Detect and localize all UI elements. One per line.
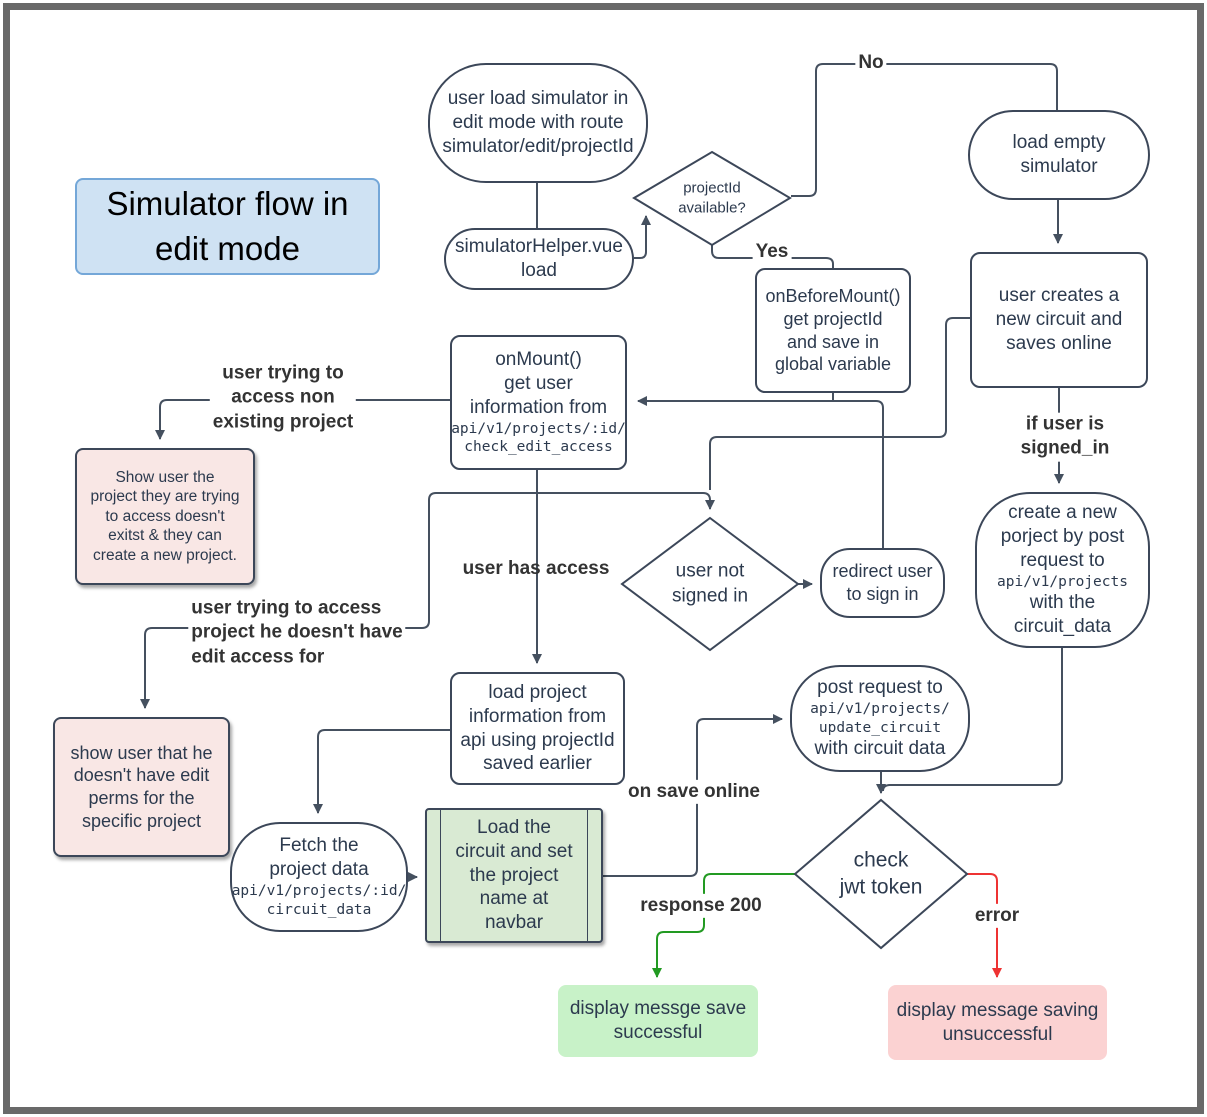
- node-fetch-project-data: Fetch the project data api/v1/projects/:…: [230, 822, 408, 932]
- node-simulator-helper: simulatorHelper.vue load: [444, 228, 634, 290]
- node-save-fail-label: display message saving unsuccessful: [896, 999, 1099, 1045]
- edge-onmount-to-noperms: [140, 492, 537, 709]
- node-on-mount-label: onMount() get user information from: [469, 348, 608, 418]
- node-load-circuit-label: Load the circuit and set the project nam…: [455, 816, 573, 934]
- node-simulator-helper-label: simulatorHelper.vue load: [455, 236, 623, 281]
- node-show-not-existing: Show user the project they are trying to…: [75, 448, 255, 585]
- node-on-mount: onMount() get user information from api/…: [450, 335, 627, 470]
- node-load-project-info: load project information from api using …: [450, 672, 625, 785]
- node-user-creates-label: user creates a new circuit and saves onl…: [995, 285, 1123, 354]
- node-create-new-project-label: create a new porject by post request to: [1000, 501, 1125, 571]
- edge-label-yes: Yes: [752, 239, 792, 265]
- node-on-before-mount: onBeforeMount() get projectId and save i…: [755, 268, 911, 393]
- edge-onmount-to-nonexisting: [155, 399, 450, 440]
- node-fetch-project-data-label: Fetch the project data: [269, 835, 369, 881]
- node-post-update-circuit-label2: with circuit data: [814, 738, 946, 760]
- node-save-success: display messge save successful: [558, 985, 758, 1057]
- process-bar-left: [440, 810, 441, 941]
- edge-helper-to-projectid: [634, 215, 651, 259]
- node-show-no-edit-perms-label: show user that he doesn't have edit perm…: [70, 742, 213, 831]
- node-create-new-project: create a new porject by post request to …: [975, 492, 1150, 648]
- node-on-mount-code: api/v1/projects/:id/ check_edit_access: [451, 420, 626, 456]
- edge-label-has-access: user has access: [462, 557, 610, 579]
- node-load-circuit: Load the circuit and set the project nam…: [425, 808, 603, 943]
- node-check-jwt-label: check jwt token: [839, 848, 923, 899]
- node-show-no-edit-perms: show user that he doesn't have edit perm…: [53, 717, 230, 857]
- edge-error: [967, 873, 1002, 978]
- node-user-not-signed-label: user not signed in: [671, 560, 749, 606]
- node-load-project-info-label: load project information from api using …: [460, 681, 615, 775]
- diagram-title-text: Simulator flow in edit mode: [106, 184, 349, 267]
- edge-label-response-200: response 200: [637, 893, 765, 919]
- node-post-update-circuit-code: api/v1/projects/ update_circuit: [810, 700, 950, 736]
- edge-usercreates-to-notsigned: [709, 317, 970, 490]
- edge-no-to-empty-sim: [791, 63, 1058, 197]
- node-create-new-project-code: api/v1/projects: [997, 573, 1128, 590]
- edge-onmount-to-notsigned: [537, 492, 715, 510]
- process-bar-right: [587, 810, 588, 941]
- edge-label-no-edit-access: user trying to access project he doesn't…: [188, 596, 406, 670]
- node-load-empty-simulator: load empty simulator: [968, 110, 1150, 200]
- node-save-fail: display message saving unsuccessful: [888, 985, 1107, 1060]
- node-projectid-available-label: projectId available?: [678, 179, 746, 217]
- node-user-creates: user creates a new circuit and saves onl…: [970, 252, 1148, 388]
- node-redirect-sign-in: redirect user to sign in: [820, 548, 945, 618]
- edge-redirect-to-onmount: [637, 396, 884, 548]
- node-create-new-project-label2: with the circuit_data: [1013, 592, 1112, 638]
- edge-label-non-existing: user trying to access non existing proje…: [209, 361, 357, 435]
- node-on-before-mount-label: onBeforeMount() get projectId and save i…: [765, 286, 901, 375]
- edge-label-error: error: [971, 903, 1023, 929]
- node-check-jwt-shape: [793, 798, 969, 950]
- node-start-label: user load simulator in edit mode with ro…: [442, 88, 634, 157]
- edge-label-no: No: [855, 50, 887, 76]
- node-projectid-available-shape: [632, 150, 792, 247]
- node-post-update-circuit-label: post request to: [817, 676, 943, 698]
- edge-label-on-save-online: on save online: [625, 779, 763, 805]
- node-fetch-project-data-code: api/v1/projects/:id/ circuit_data: [231, 883, 407, 918]
- edge-label-signed-in: if user is signed_in: [994, 412, 1136, 462]
- node-redirect-sign-in-label: redirect user to sign in: [832, 561, 933, 604]
- node-load-empty-simulator-label: load empty simulator: [1012, 132, 1106, 177]
- edge-loadinfo-to-fetch: [313, 729, 450, 814]
- node-post-update-circuit: post request to api/v1/projects/ update_…: [790, 665, 970, 772]
- node-user-not-signed-shape: [620, 516, 800, 652]
- node-save-success-label: display messge save successful: [569, 998, 747, 1043]
- edge-response-200: [652, 873, 795, 978]
- diagram-title: Simulator flow in edit mode: [75, 178, 380, 275]
- node-start: user load simulator in edit mode with ro…: [428, 63, 648, 183]
- node-show-not-existing-label: Show user the project they are trying to…: [90, 468, 240, 564]
